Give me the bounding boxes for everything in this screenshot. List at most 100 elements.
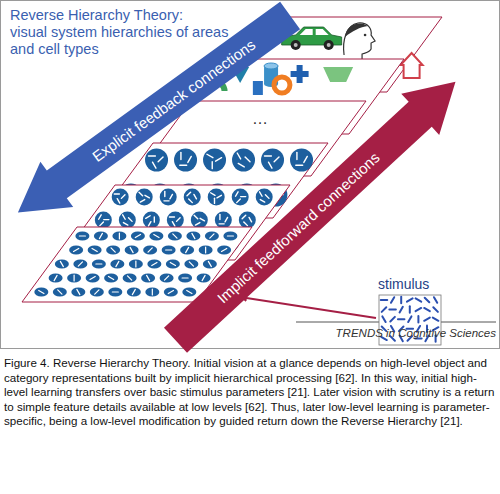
receptive-field	[203, 260, 217, 269]
orientation-dash	[139, 192, 143, 196]
orientation-dash	[177, 218, 181, 222]
car-wheel	[291, 40, 301, 50]
stimulus-dash	[424, 308, 430, 311]
receptive-field	[205, 232, 219, 241]
block-shape	[253, 81, 263, 95]
receptive-field	[145, 288, 159, 297]
orientation-dash	[146, 216, 150, 219]
stimulus-dash	[391, 297, 394, 303]
orientation-dash	[92, 249, 97, 252]
figure-title: Reverse Hierarchy Theory: visual system …	[10, 7, 228, 57]
receptive-field	[149, 232, 163, 241]
orientation-dash	[222, 249, 227, 252]
receptive-field	[290, 149, 313, 172]
orientation-dash	[100, 222, 104, 226]
orientation-dash	[237, 199, 241, 203]
orientation-dash	[241, 196, 246, 197]
orientation-dash	[173, 234, 177, 238]
stimulus-dash	[407, 298, 413, 301]
orientation-dash	[164, 200, 169, 201]
orientation-dash	[212, 162, 213, 169]
receptive-field	[261, 149, 284, 172]
orientation-dash	[129, 218, 133, 222]
orientation-dash	[195, 223, 199, 226]
orientation-dash	[90, 277, 95, 280]
receptive-field	[94, 232, 108, 241]
orientation-dash	[238, 163, 244, 166]
orientation-dash	[121, 195, 125, 199]
orientation-dash	[227, 235, 233, 236]
orientation-dash	[147, 275, 150, 280]
figure-caption: Figure 4. Reverse Hierarchy Theory. Init…	[4, 356, 496, 429]
orientation-dash	[269, 162, 272, 168]
receptive-field	[86, 274, 100, 283]
orientation-dash	[130, 247, 133, 252]
orientation-dash	[111, 248, 115, 252]
orientation-dash	[244, 222, 248, 226]
orientation-dash	[225, 217, 228, 221]
receptive-field	[143, 212, 160, 229]
car-window	[316, 29, 329, 35]
receptive-field	[239, 212, 256, 229]
receptive-field	[90, 288, 104, 297]
orientation-dash	[117, 199, 120, 203]
receptive-field	[160, 274, 174, 283]
orientation-dash	[148, 222, 151, 226]
receptive-field	[110, 260, 124, 269]
orientation-dash	[217, 195, 221, 198]
receptive-field	[125, 246, 139, 255]
receptive-field	[92, 260, 106, 269]
receptive-field	[112, 232, 126, 241]
orientation-dash	[123, 223, 127, 226]
receptive-field	[178, 274, 192, 283]
receptive-field	[119, 212, 136, 229]
receptive-field	[232, 189, 249, 206]
car-wheel	[294, 43, 298, 47]
orientation-dash	[237, 153, 240, 159]
orientation-dash	[245, 157, 250, 162]
orientation-dash	[135, 235, 140, 238]
orientation-dash	[207, 154, 213, 157]
face-hair	[345, 23, 368, 37]
stimulus-dash	[433, 307, 438, 312]
receptive-field	[168, 232, 182, 241]
orientation-dash	[166, 249, 172, 250]
orientation-dash	[74, 249, 79, 252]
orientation-dash	[210, 234, 214, 238]
receptive-field	[256, 189, 273, 206]
stimulus-grid	[378, 294, 444, 348]
orientation-dash	[148, 155, 155, 156]
orientation-dash	[249, 217, 252, 221]
receptive-field	[223, 232, 237, 241]
orientation-dash	[260, 200, 264, 203]
receptive-field	[75, 232, 89, 241]
receptive-field	[71, 288, 85, 297]
title-spacer	[206, 7, 236, 24]
stimulus-dash	[400, 307, 403, 313]
ellipsis-mark: …	[243, 110, 277, 128]
stimulus-dash	[382, 307, 387, 312]
receptive-field	[147, 260, 161, 269]
ring-shape	[274, 77, 290, 93]
receptive-field	[49, 274, 63, 283]
source-credit: TRENDS in Cognitive Sciences	[296, 326, 496, 340]
orientation-dash	[265, 195, 269, 199]
receptive-field	[104, 274, 118, 283]
orientation-dash	[182, 277, 188, 278]
stimulus-dash	[409, 306, 411, 313]
orientation-dash	[170, 194, 173, 198]
face-icon	[344, 23, 375, 61]
orientation-dash	[296, 164, 303, 165]
orientation-dash	[260, 192, 263, 196]
orientation-dash	[154, 217, 155, 222]
car-wheel	[324, 40, 334, 50]
car-window	[300, 29, 313, 35]
orientation-dash	[264, 155, 271, 156]
receptive-field	[88, 246, 102, 255]
orientation-dash	[296, 153, 297, 160]
receptive-field	[208, 189, 225, 206]
receptive-field	[67, 274, 81, 283]
orientation-dash	[58, 290, 62, 294]
receptive-field	[197, 274, 211, 283]
orientation-dash	[112, 291, 118, 292]
